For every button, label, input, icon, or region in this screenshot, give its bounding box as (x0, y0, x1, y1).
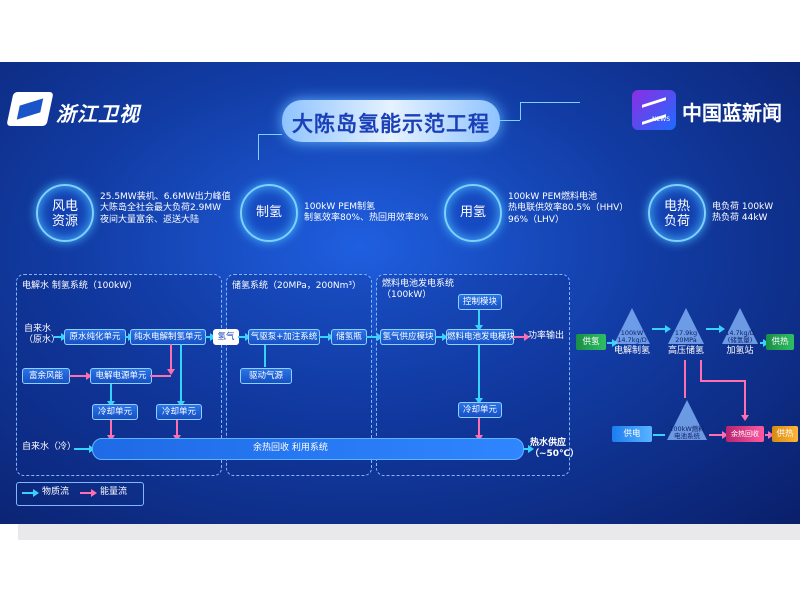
electrolysis-stage-triangle (614, 308, 650, 344)
compressor-system: 气驱泵+加注系统 (248, 329, 320, 345)
cooling-unit-1: 冷却单元 (92, 404, 138, 420)
energy-line (700, 360, 702, 380)
energy-line (684, 360, 686, 398)
wind-resource-badge: 风电 资源 (36, 184, 94, 242)
legend-material-arrow (22, 489, 39, 497)
heat-recovery-bar: 余热回收 利用系统 (92, 438, 524, 460)
energy-arrow (741, 380, 749, 421)
flow-arrow (177, 344, 185, 407)
title-deco-line (520, 102, 521, 120)
energy-arrow (167, 344, 175, 375)
flow-line (653, 434, 665, 436)
zhejiang-tv-logo-icon (6, 92, 54, 126)
energy-arrow (765, 431, 774, 439)
energy-arrow (709, 431, 728, 439)
energy-arrow (513, 333, 530, 341)
flow-arrow (523, 445, 534, 453)
flow-arrow (607, 339, 618, 347)
zhejiang-tv-logo: 浙江卫视 (6, 92, 150, 126)
flow-arrow (74, 445, 95, 453)
hydrogen-use-desc: 100kW PEM燃料电池 热电联供效率80.5%（HHV） 96%（LHV） (508, 192, 629, 225)
title-deco-line (258, 134, 259, 160)
electrolyzer-unit: 纯水电解制氢单元 (130, 329, 206, 345)
flow-arrow (125, 333, 134, 341)
fuelcell-module: 燃料电池发电模块 (446, 329, 515, 345)
power-heat-load-badge: 电热 负荷 (648, 184, 706, 242)
flow-arrow (652, 325, 671, 333)
energy-arrow (173, 420, 181, 441)
electrolysis-stage-values: 100kW 14.7kg/D (617, 329, 647, 344)
flow-arrow (706, 325, 725, 333)
power-output-label: 功率输出 (528, 331, 565, 341)
flow-arrow (435, 333, 448, 341)
title-deco-line (500, 120, 520, 121)
wind-surplus-node: 富余风能 (22, 368, 70, 384)
cold-water-label: 自来水（冷） (22, 442, 77, 452)
flow-arrow (54, 333, 67, 341)
fuelcell-stage-label: 100kW燃料 电池系统 (669, 425, 705, 440)
legend-energy-label: 能量流 (100, 487, 128, 497)
china-blue-news-logo: NEWS 中国蓝新闻 (632, 90, 800, 130)
cooling-unit-2: 冷却单元 (156, 404, 202, 420)
drive-gas-source: 驱动气源 (240, 368, 292, 384)
flow-arrow (760, 339, 769, 347)
flow-arrow (475, 310, 483, 331)
cooling-unit-3: 冷却单元 (458, 402, 502, 418)
station-stage-triangle (722, 308, 758, 344)
hot-water-supply-label: 热水供应 （~50℃） (530, 438, 579, 460)
flow-line (264, 345, 266, 367)
supply-hydrogen-tag: 供氢 (576, 334, 606, 350)
hydrogen-production-badge: 制氢 (240, 184, 298, 242)
wind-resource-desc: 25.5MW装机、6.6MW出力峰值 大陈岛全社会最大负荷2.9MW 夜间大量富… (100, 192, 231, 225)
energy-line (700, 380, 744, 382)
tap-water-label: 自来水 （原水） (24, 324, 61, 346)
fuelcell-stage-triangle (667, 400, 707, 440)
purify-unit: 原水纯化单元 (64, 329, 126, 345)
hydrogen-tank: 储氢瓶 (331, 329, 367, 345)
heat-recovery-tag: 余热回收 (726, 426, 764, 442)
china-blue-news-logo-icon: NEWS (632, 90, 676, 130)
china-blue-news-logo-text: 中国蓝新闻 (682, 101, 782, 125)
right-supply-hydrogen-tag: 供热 (766, 334, 794, 350)
storage-stage-values: 17.9kg 20MPa (674, 329, 698, 344)
flow-arrow (238, 333, 251, 341)
storage-stage-caption: 高压储氢 (668, 346, 705, 356)
energy-arrow (475, 418, 483, 441)
title-deco-line (520, 102, 580, 103)
storage-panel-title: 储氢系统（20MPa，200Nm³） (232, 281, 362, 291)
electrolysis-stage-caption: 电解制氢 (614, 346, 651, 356)
power-heat-load-desc: 电负荷 100kW 热负荷 44kW (712, 202, 774, 224)
legend-energy-arrow (80, 489, 97, 497)
bottom-strip (18, 524, 800, 540)
hydrogen-production-desc: 100kW PEM制氢 制氢效率80%、热回用效率8% (304, 202, 429, 224)
zhejiang-tv-logo-text: 浙江卫视 (56, 102, 140, 126)
supply-heat-tag: 供热 (772, 426, 798, 442)
power-supply-unit: 电解电源单元 (90, 368, 152, 384)
flow-arrow (205, 333, 216, 341)
legend-material-label: 物质流 (42, 487, 70, 497)
energy-line (150, 375, 171, 377)
flow-arrow (107, 384, 115, 407)
h2-supply-module: 氢气供应模块 (380, 329, 436, 345)
flow-arrow (475, 345, 483, 404)
legend (16, 482, 144, 506)
title-deco-line (258, 134, 282, 135)
station-stage-values: 14.7kg/D (储氢量) (725, 329, 755, 344)
flow-arrow (366, 333, 383, 341)
station-stage-caption: 加氢站 (726, 346, 754, 356)
diagram-frame: 浙江卫视 NEWS 中国蓝新闻 大陈岛氢能示范工程 风电 资源 25.5MW装机… (0, 62, 800, 524)
page-title: 大陈岛氢能示范工程 (282, 100, 500, 142)
energy-arrow (69, 372, 92, 380)
supply-power-tag: 供电 (612, 426, 652, 442)
storage-stage-triangle (668, 308, 704, 344)
fuelcell-panel-title: 燃料电池发电系统 （100kW） (382, 279, 455, 301)
control-module: 控制模块 (458, 294, 502, 310)
electrolysis-panel-title: 电解水 制氢系统（100kW） (22, 281, 138, 291)
flow-arrow (319, 333, 334, 341)
hydrogen-use-badge: 用氢 (444, 184, 502, 242)
hydrogen-node: 氢气 (213, 329, 239, 345)
energy-arrow (107, 420, 115, 441)
